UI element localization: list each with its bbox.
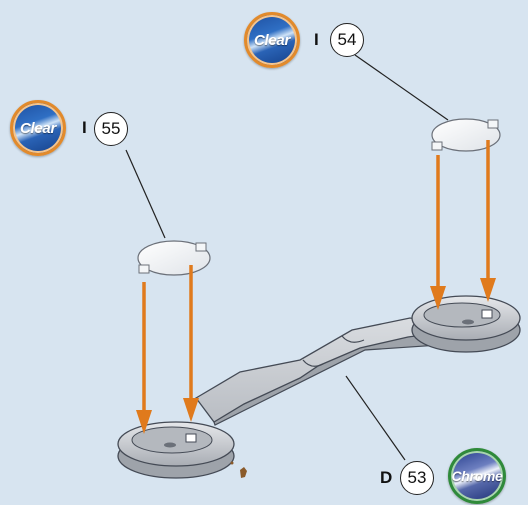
- base-bar-part: [195, 317, 441, 426]
- part-number-text: 54: [337, 30, 357, 49]
- clear-finish-badge-54: Clear: [244, 12, 300, 68]
- arrow-right-2: [480, 140, 496, 302]
- part-number-text: 53: [407, 468, 427, 487]
- small-part-mark: [230, 461, 247, 478]
- arrow-right-1: [430, 155, 446, 310]
- quantity-label-54: I: [314, 30, 319, 49]
- clear-finish-badge-55: Clear: [10, 100, 66, 156]
- leader-lines: [125, 54, 449, 461]
- quantity-label-53: D: [380, 468, 393, 487]
- left-clear-cap: [137, 240, 211, 276]
- badge-label: Clear: [253, 31, 291, 49]
- assembly-arrows: [136, 140, 496, 434]
- arrow-left-1: [136, 282, 152, 434]
- quantity-label-55: I: [82, 118, 87, 137]
- badge-label: Chrome: [451, 468, 503, 484]
- badge-label: Clear: [19, 119, 57, 137]
- part-number-54: 54: [330, 23, 364, 57]
- part-number-55: 55: [94, 112, 128, 146]
- chrome-finish-badge-53: Chrome: [448, 448, 506, 504]
- arrow-left-2: [183, 265, 199, 422]
- left-dish-part: [117, 421, 235, 479]
- part-number-53: 53: [400, 461, 434, 495]
- right-clear-cap: [431, 118, 501, 152]
- right-dish-part: [411, 295, 521, 353]
- part-number-text: 55: [101, 119, 121, 138]
